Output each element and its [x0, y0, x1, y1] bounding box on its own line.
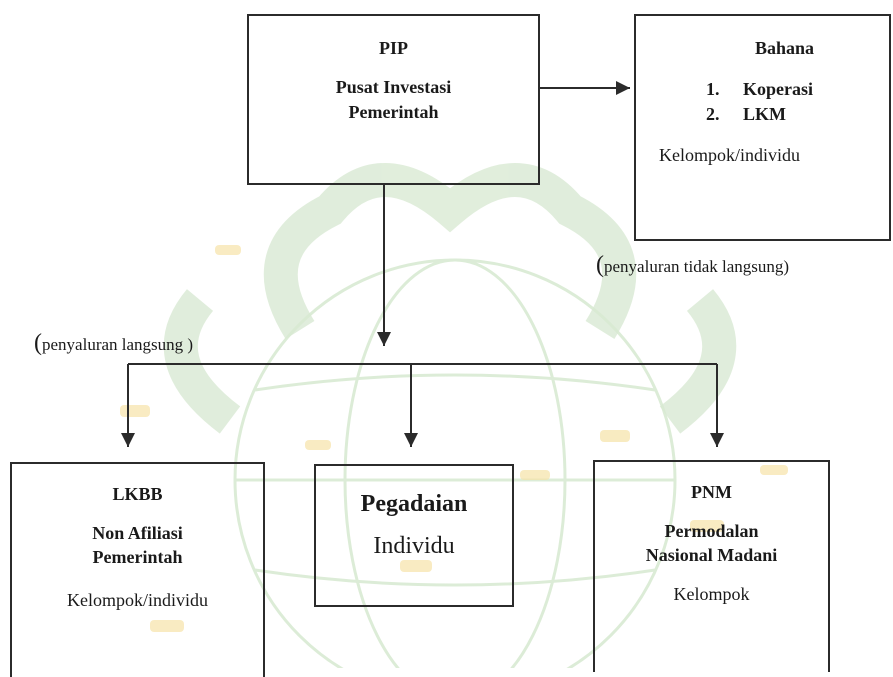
pnm-target: Kelompok: [673, 584, 750, 604]
lkbb-target: Kelompok/individu: [67, 590, 208, 610]
note-indirect-paren: (: [596, 252, 604, 278]
bahana-target: Kelompok/individu: [659, 145, 800, 165]
pegadaian-target: Individu: [373, 533, 455, 559]
watermark-star: [163, 163, 737, 434]
lkbb-box: LKBB Non Afiliasi Pemerintah Kelompok/in…: [10, 462, 265, 677]
pegadaian-name: Pegadaian: [360, 491, 468, 517]
watermark-globe: [233, 258, 677, 668]
bahana-item-1-label: Koperasi: [743, 79, 813, 99]
pip-box: PIP Pusat Investasi Pemerintah: [247, 14, 540, 185]
pip-name-line1: Pusat Investasi: [335, 77, 452, 97]
lkbb-name-line1: Non Afiliasi: [92, 523, 183, 543]
watermark-ornament: [120, 245, 788, 632]
bahana-item-1: 1. Koperasi: [706, 77, 889, 102]
pegadaian-box: Pegadaian Individu: [314, 464, 514, 607]
note-indirect-text: penyaluran tidak langsung): [604, 257, 790, 276]
pnm-box: PNM Permodalan Nasional Madani Kelompok: [593, 460, 830, 672]
bahana-title: Bahana: [754, 38, 815, 58]
pnm-name-line1: Permodalan: [664, 521, 759, 541]
pnm-name-line2: Nasional Madani: [645, 545, 778, 565]
lkbb-name-line2: Pemerintah: [92, 547, 183, 567]
pip-code: PIP: [379, 38, 408, 58]
note-direct: (penyaluran langsung ): [34, 330, 193, 357]
note-direct-paren: (: [34, 330, 42, 356]
lkbb-code: LKBB: [112, 484, 163, 504]
bahana-item-1-num: 1.: [706, 79, 720, 99]
pip-name-line2: Pemerintah: [348, 102, 439, 122]
pnm-code: PNM: [691, 482, 732, 502]
bahana-box: Bahana 1. Koperasi 2. LKM Kelompok/individ…: [634, 14, 891, 241]
note-indirect: (penyaluran tidak langsung): [596, 252, 789, 279]
bahana-item-2: 2. LKM: [706, 102, 889, 127]
bahana-item-2-num: 2.: [706, 104, 720, 124]
bahana-list: 1. Koperasi 2. LKM: [636, 77, 889, 127]
note-direct-text: penyaluran langsung ): [42, 335, 194, 354]
bahana-item-2-label: LKM: [743, 104, 786, 124]
